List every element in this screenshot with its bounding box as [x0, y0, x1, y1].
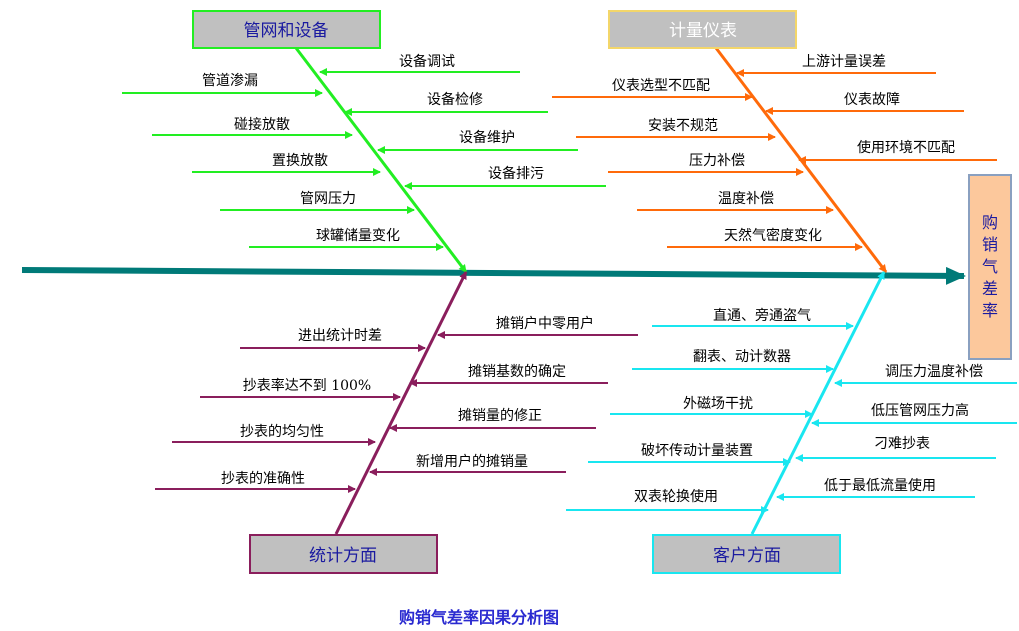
cause-label: 压力补偿 [689, 153, 745, 169]
cause-label: 设备排污 [488, 165, 544, 182]
cause-label: 安装不规范 [648, 117, 718, 134]
cause-label: 管道渗漏 [202, 73, 258, 89]
cause-label: 双表轮换使用 [634, 488, 718, 505]
cause-label: 天然气密度变化 [724, 227, 822, 244]
cause-label: 设备调试 [399, 53, 455, 70]
category-box-metering [608, 10, 797, 49]
diagram-title: 购销气差率因果分析图 [399, 608, 559, 627]
effect-label-char: 购 [982, 213, 998, 232]
cause-label: 上游计量误差 [802, 54, 886, 70]
cause-label: 设备维护 [459, 129, 515, 146]
cause-label: 翻表、动计数器 [693, 349, 791, 365]
category-box-customers [652, 534, 841, 574]
cause-label: 仪表故障 [844, 92, 900, 108]
cause-label: 使用环境不匹配 [857, 139, 955, 156]
bone-statistics [334, 271, 468, 535]
main-spine-arrow [21, 266, 966, 285]
cause-label: 进出统计时差 [298, 328, 382, 344]
cause-label: 低于最低流量使用 [824, 477, 936, 494]
cause-label: 置换放散 [272, 152, 328, 169]
cause-label: 摊销基数的确定 [468, 363, 566, 380]
category-label-statistics: 统计方面 [309, 546, 377, 566]
effect-box: 购销气差率 [968, 174, 1012, 360]
cause-label: 摊销户中零用户 [496, 315, 594, 332]
category-label-pipe-network: 管网和设备 [244, 21, 329, 41]
category-pipe-network: 管网和设备 管道渗漏 碰接放散 置换放散 管网压力 球罐储量变化 设备调试 设备… [122, 10, 606, 273]
effect-label-char: 率 [982, 301, 998, 320]
cause-label: 温度补偿 [718, 191, 774, 207]
category-label-metering: 计量仪表 [669, 21, 737, 41]
effect-label-char: 差 [982, 279, 998, 298]
bone-customers [750, 271, 886, 535]
category-metering: 计量仪表 仪表选型不匹配 安装不规范 压力补偿 温度补偿 天然气密度变化 上游计… [552, 10, 997, 273]
cause-label: 新增用户的摊销量 [416, 453, 528, 470]
cause-label: 刁难抄表 [874, 436, 930, 452]
effect-label: 购销气差率 [982, 213, 998, 320]
cause-label: 仪表选型不匹配 [612, 78, 710, 94]
effect-label-char: 气 [982, 257, 998, 276]
category-customers: 客户方面 直通、旁通盗气 翻表、动计数器 外磁场干扰 破坏传动计量装置 双表轮换… [566, 271, 1017, 574]
cause-label: 抄表率达不到 100% [243, 377, 371, 394]
category-label-customers: 客户方面 [713, 546, 781, 566]
cause-label: 低压管网压力高 [871, 402, 969, 419]
cause-label: 抄表的均匀性 [240, 424, 324, 440]
bone-pipe-network [294, 47, 468, 273]
category-box-pipe-network [192, 10, 381, 49]
cause-label: 调压力温度补偿 [885, 364, 983, 380]
effect-box-bg [968, 174, 1012, 360]
cause-label: 摊销量的修正 [458, 408, 542, 424]
effect-label-char: 销 [982, 235, 998, 254]
category-box-statistics [249, 534, 438, 574]
cause-label: 抄表的准确性 [221, 471, 305, 487]
cause-label: 设备检修 [427, 91, 483, 108]
cause-label: 直通、旁通盗气 [713, 307, 811, 324]
cause-label: 球罐储量变化 [316, 228, 400, 244]
cause-label: 破坏传动计量装置 [641, 443, 753, 459]
cause-label: 管网压力 [300, 191, 356, 207]
cause-label: 外磁场干扰 [683, 396, 753, 412]
category-statistics: 统计方面 进出统计时差 抄表率达不到 100% 抄表的均匀性 抄表的准确性 摊销… [155, 271, 638, 574]
cause-label: 碰接放散 [234, 116, 290, 133]
